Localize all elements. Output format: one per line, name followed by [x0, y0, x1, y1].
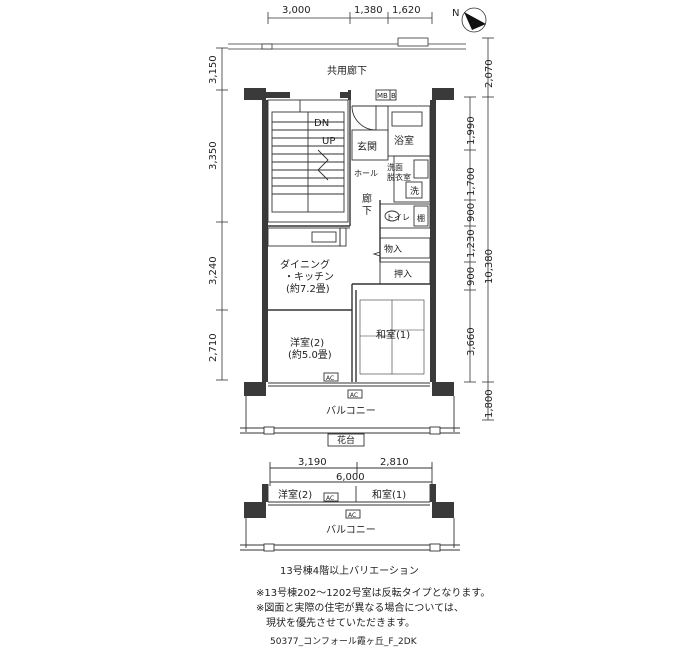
right-dimension-lines [464, 37, 494, 421]
left-dim-1: 3,150 [208, 55, 219, 84]
interior-walls [268, 100, 430, 382]
right-dim-9: 1,800 [484, 389, 495, 418]
balcony-frame [240, 372, 460, 447]
note-line: ※13号棟202～1202号室は反転タイプとなります。 [256, 588, 491, 599]
ac-label-2: AC [350, 392, 358, 399]
right-dim-4: 900 [466, 203, 477, 222]
variation-balcony-label: バルコニー [326, 524, 376, 536]
left-dimension-line [216, 47, 228, 381]
balcony-label: バルコニー [326, 405, 376, 417]
dk-label-2: ・キッチン [284, 271, 334, 283]
variation-dim-2: 2,810 [380, 457, 409, 468]
washroom-block [393, 155, 431, 203]
western-room-label: 洋室(2) [290, 336, 324, 349]
washer-label: 洗 [410, 185, 419, 197]
variation-total-dim: 6,000 [336, 472, 365, 483]
right-dim-5: 1,230 [466, 229, 477, 258]
entrance-label: 玄関 [357, 140, 377, 153]
right-dim-8: 3,660 [466, 327, 477, 356]
cabinet-label: 棚 [417, 213, 425, 223]
window-frames [268, 382, 430, 387]
left-dim-2: 3,350 [208, 141, 219, 170]
kitchen-counter [267, 227, 350, 247]
top-dim-3: 1,620 [392, 5, 421, 16]
variation-ac-label-1: AC [326, 495, 334, 502]
entrance-block [351, 105, 389, 161]
corridor-railing [228, 37, 466, 50]
variation-japanese-label: 和室(1) [372, 488, 406, 501]
storage-label: 物入 [384, 243, 402, 255]
compass-icon [461, 7, 487, 33]
closet-label: 押入 [394, 268, 412, 280]
corridor-label: 共用廊下 [327, 64, 367, 77]
stair-down-label: DN [314, 118, 329, 129]
right-dim-3: 1,700 [466, 167, 477, 196]
compass-label: N [452, 8, 459, 19]
right-dim-6: 900 [466, 267, 477, 286]
left-dim-3: 3,240 [208, 256, 219, 285]
washroom-label-1: 洗面 [387, 162, 403, 172]
variation-plan [240, 484, 460, 552]
hall-label: ホール [354, 169, 378, 178]
toilet-label: トイレ [386, 213, 410, 222]
dk-label-3: (約7.2畳) [286, 282, 330, 295]
ac-label-1: AC [326, 375, 334, 382]
japanese-room-label: 和室(1) [376, 328, 410, 341]
washroom-label-2: 脱衣室 [387, 172, 411, 182]
variation-western-label: 洋室(2) [278, 488, 312, 501]
hallway-label-2: 下 [362, 206, 372, 217]
hallway-label-1: 廊 [362, 192, 372, 205]
variation-walls [244, 484, 454, 518]
right-dim-2: 1,990 [466, 116, 477, 145]
structural-walls [244, 88, 454, 396]
right-dim-7: 10,380 [484, 249, 495, 284]
meter-box [375, 89, 397, 101]
stair-up-label: UP [322, 136, 335, 147]
mb-label: MB [377, 92, 388, 100]
tatami-grid [359, 299, 425, 375]
dk-label-1: ダイニング [280, 258, 330, 271]
notes-block: ※13号棟202～1202号室は反転タイプとなります。 ※図面と実際の住宅が異な… [256, 586, 490, 631]
western-room-size: (約5.0畳) [288, 348, 332, 361]
flowerbed-label: 花台 [337, 434, 355, 446]
stairwell [267, 99, 349, 223]
note-line: 現状を優先させていただきます。 [256, 618, 415, 629]
left-dim-4: 2,710 [208, 333, 219, 362]
right-dim-1: 2,070 [484, 59, 495, 88]
top-dim-2: 1,380 [354, 5, 383, 16]
variation-caption: 13号棟4階以上バリエーション [280, 564, 419, 577]
variation-dim-1: 3,190 [298, 457, 327, 468]
footer-code: 50377_コンフォール霞ヶ丘_F_2DK [270, 637, 417, 647]
bath-block [387, 105, 431, 157]
variation-dimension-line [269, 462, 433, 486]
note-line: ※図面と実際の住宅が異なる場合については、 [256, 603, 464, 614]
b-label: B [391, 92, 396, 100]
top-dimension-line [267, 12, 433, 24]
top-dim-1: 3,000 [282, 5, 311, 16]
variation-ac-label-2: AC [348, 512, 356, 519]
bath-label: 浴室 [394, 134, 414, 147]
